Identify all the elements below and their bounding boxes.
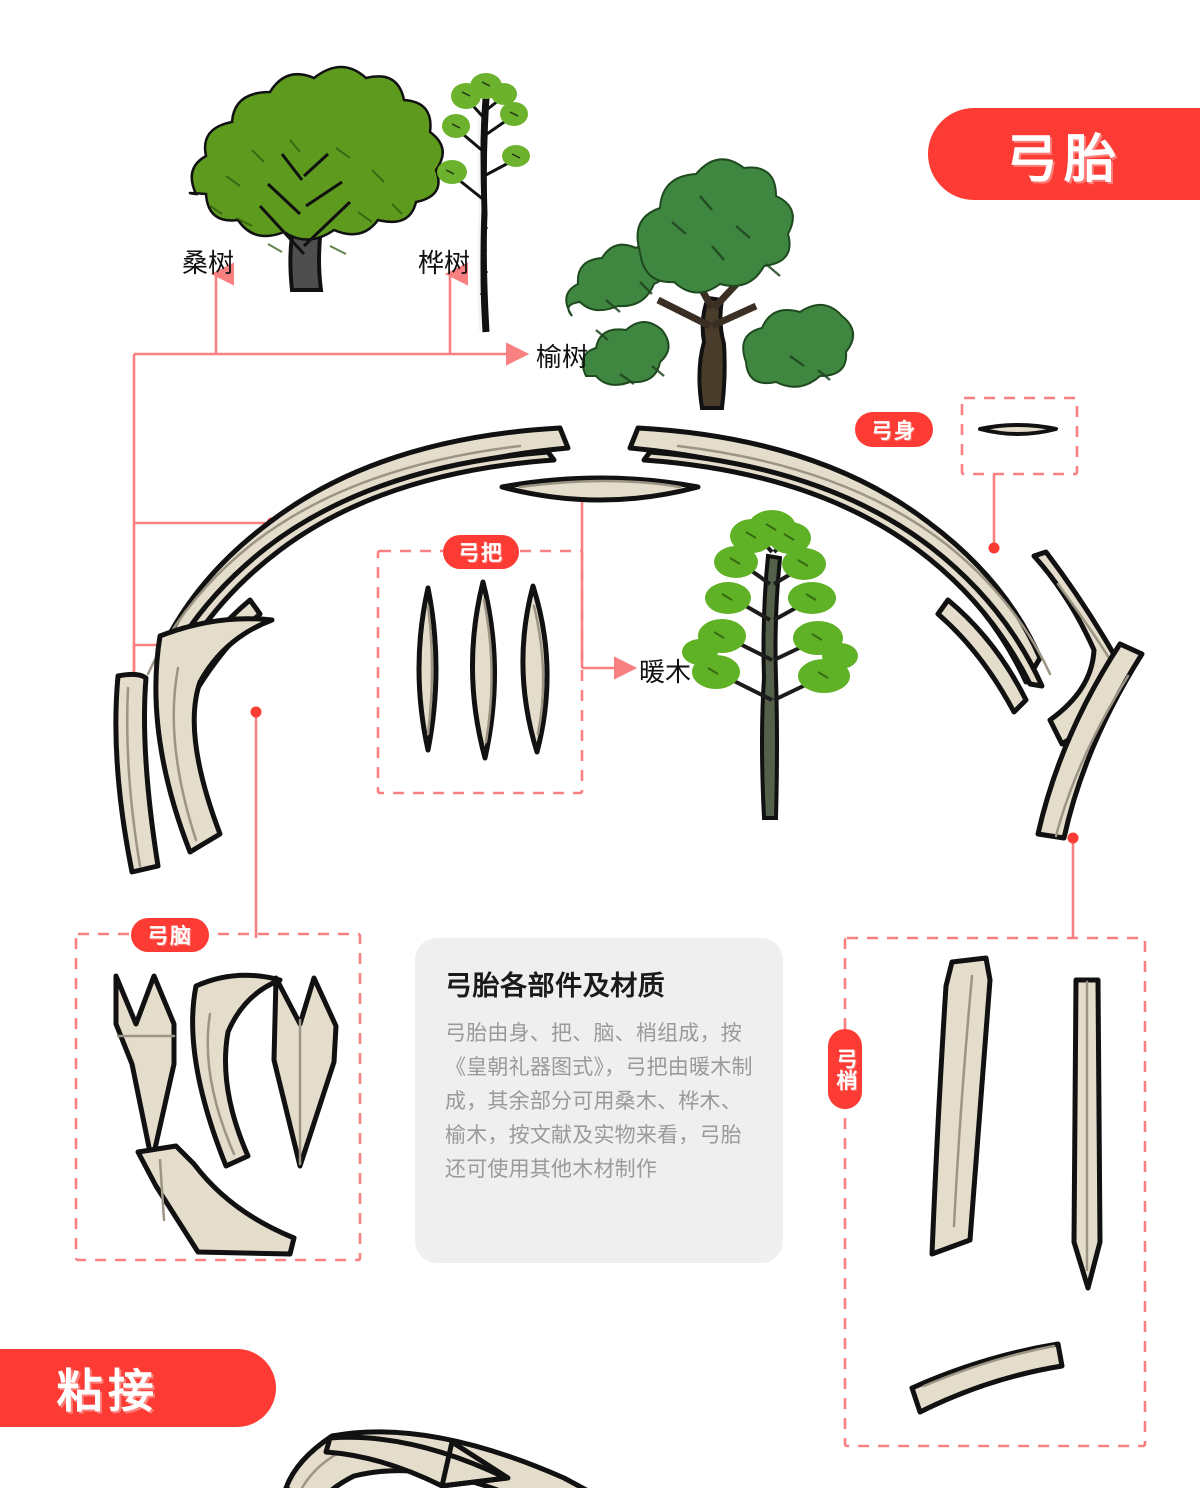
- piece-right-long-limb: [1035, 641, 1145, 841]
- tree-warm-wood-icon: [682, 510, 858, 820]
- bow-limb-left: [146, 425, 571, 715]
- piece-gongba-3: [520, 583, 550, 755]
- tree-birch-icon: [437, 73, 530, 333]
- badge-gong-shen: 弓身: [855, 412, 933, 447]
- badge-gong-shao-text: 弓梢: [834, 1047, 857, 1091]
- badge-gong-shao: 弓梢: [828, 1029, 862, 1109]
- page-title-text: 弓胎: [1005, 130, 1123, 189]
- piece-gongshen-sample: [978, 423, 1058, 436]
- tree-elm-icon: [565, 158, 854, 410]
- piece-gongnao-4: [135, 1143, 297, 1257]
- piece-gongnao-1: [113, 973, 177, 1165]
- section-banner-gluing-text: 粘接: [56, 1365, 160, 1417]
- badge-gong-ba-text: 弓把: [458, 542, 504, 565]
- piece-gongshao-1: [929, 955, 993, 1257]
- badge-gong-nao-text: 弓脑: [147, 925, 193, 948]
- label-tree-elm: 榆树: [536, 342, 589, 372]
- badge-gong-nao: 弓脑: [131, 918, 209, 952]
- glued-bow-bottom: [283, 1429, 588, 1488]
- piece-gongba-2: [470, 579, 497, 761]
- dashed-box-gongshen: [960, 396, 1079, 476]
- dashed-box-gongnao: [74, 932, 362, 1262]
- piece-gongnao-3: [271, 975, 339, 1169]
- badge-gong-ba: 弓把: [443, 535, 519, 569]
- section-banner-gluing: 粘接: [0, 1349, 276, 1427]
- piece-gongshao-2: [1071, 977, 1103, 1291]
- piece-gongshao-3: [909, 1341, 1065, 1415]
- info-card-heading: 弓胎各部件及材质: [445, 971, 666, 1001]
- page-title-banner: 弓胎: [928, 108, 1200, 200]
- info-card-body: 弓胎由身、把、脑、梢组成，按《皇朝礼器图式》，弓把由暖木制成，其余部分可用桑木、…: [445, 1022, 753, 1182]
- dashed-group-boxes: [74, 396, 1147, 1448]
- info-card: 弓胎各部件及材质 弓胎由身、把、脑、梢组成，按《皇朝礼器图式》，弓把由暖木制成，…: [415, 938, 783, 1263]
- label-tree-warm-wood: 暖木: [639, 657, 692, 687]
- label-tree-mulberry: 桑树: [182, 248, 235, 278]
- bow-limb-right: [627, 425, 1052, 715]
- dashed-box-gongshao: [843, 936, 1147, 1448]
- bow-handle-piece: [499, 475, 701, 503]
- badge-gong-shen-text: 弓身: [871, 419, 917, 443]
- piece-gongnao-2: [190, 972, 283, 1169]
- label-tree-birch: 桦树: [418, 248, 471, 278]
- piece-left-lower-curve-a: [113, 671, 161, 875]
- tree-mulberry-icon: [188, 65, 444, 292]
- piece-left-lower-curve-b: [153, 616, 275, 855]
- piece-gongba-1: [416, 585, 439, 753]
